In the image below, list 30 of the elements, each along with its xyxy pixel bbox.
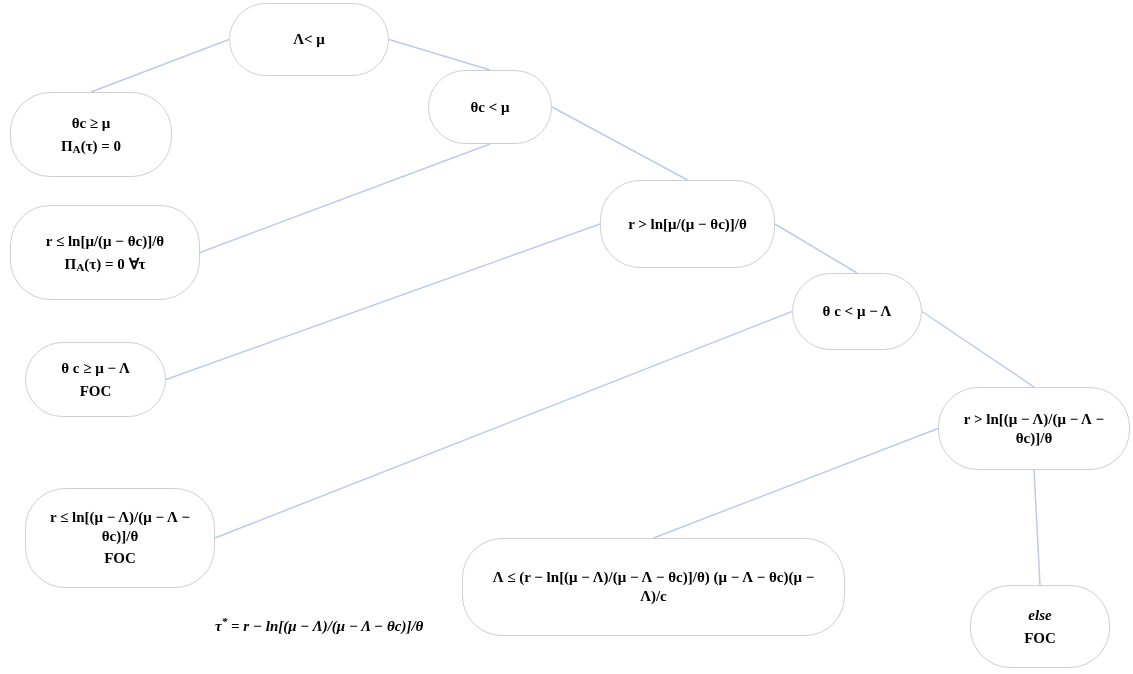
connector-line xyxy=(388,38,491,71)
formula-text: FOC xyxy=(1024,628,1056,648)
rounded-box xyxy=(10,205,200,300)
formula-text: τ$^{*}$ = r − ln[(μ − Λ)/(μ − Λ − θc)]/θ xyxy=(215,615,425,636)
formula-text: else xyxy=(1028,605,1052,625)
rounded-box xyxy=(462,538,845,636)
formula-text: Λ ≤ (r − ln[(μ − Λ)/(μ − Λ − θc)]/θ) (μ − Λ − θc)(μ − Λ)/c xyxy=(491,568,816,606)
connector-line xyxy=(551,106,689,181)
connector-line xyxy=(774,223,858,274)
formula-text: FOC xyxy=(79,381,112,401)
formula-text: θc ≥ μ xyxy=(71,113,111,133)
connector-line xyxy=(165,223,601,381)
connector-line xyxy=(1033,469,1041,586)
rounded-box xyxy=(25,488,215,588)
formula-text: r ≤ ln[μ/(μ − θc)]/θ xyxy=(45,231,165,251)
connector-line xyxy=(652,427,939,539)
connector-line xyxy=(199,143,491,254)
connector-line xyxy=(214,310,793,539)
formula-text: θ c ≥ μ − Λ xyxy=(61,358,130,378)
formula-text: Π$_{A}$(τ) = 0 xyxy=(60,136,122,156)
formula-text: FOC xyxy=(104,549,136,569)
formula-text: Π$_{A}$(τ) = 0 ∀τ xyxy=(64,254,146,274)
formula-text: θ c < μ − Λ xyxy=(822,302,892,321)
formula-text: r > ln[μ/(μ − θc)]/θ xyxy=(628,214,747,234)
connector-line xyxy=(90,38,230,93)
connector-line xyxy=(921,310,1035,388)
formula-text: Λ< μ xyxy=(293,30,325,49)
formula-text: θc < μ xyxy=(470,97,510,117)
formula-text: r ≤ ln[(μ − Λ)/(μ − Λ − θc)]/θ xyxy=(49,507,191,546)
formula-text: r > ln[(μ − Λ)/(μ − Λ − θc)]/θ xyxy=(962,409,1106,448)
